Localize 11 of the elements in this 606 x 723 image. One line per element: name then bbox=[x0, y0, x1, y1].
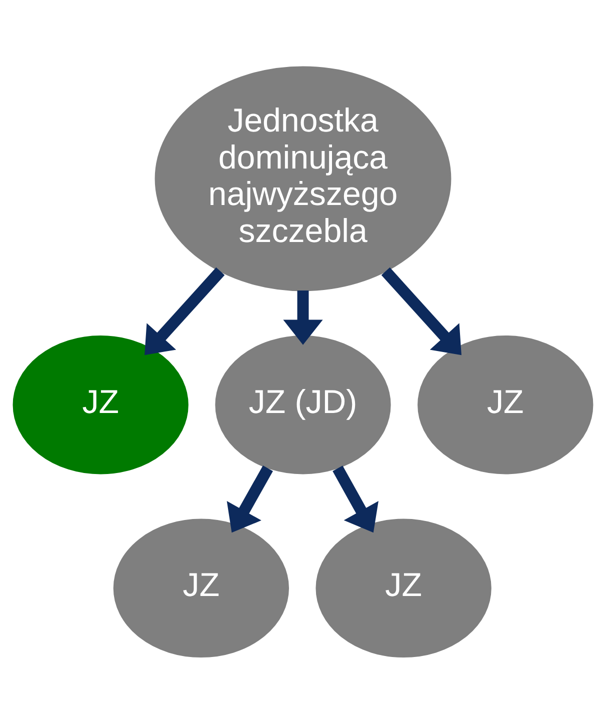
arrow bbox=[283, 290, 323, 344]
node-ellipse: JZ bbox=[418, 335, 594, 474]
arrow bbox=[226, 465, 273, 532]
node-ellipse: Jednostka dominująca najwyższego szczebla bbox=[154, 66, 452, 291]
node-ellipse: JZ (JD) bbox=[215, 335, 391, 474]
arrow bbox=[144, 266, 225, 355]
arrow bbox=[332, 465, 378, 532]
arrow bbox=[381, 266, 462, 355]
node-ellipse: JZ bbox=[316, 518, 492, 658]
node-ellipse: JZ bbox=[113, 518, 289, 658]
node-ellipse: JZ bbox=[12, 335, 188, 474]
